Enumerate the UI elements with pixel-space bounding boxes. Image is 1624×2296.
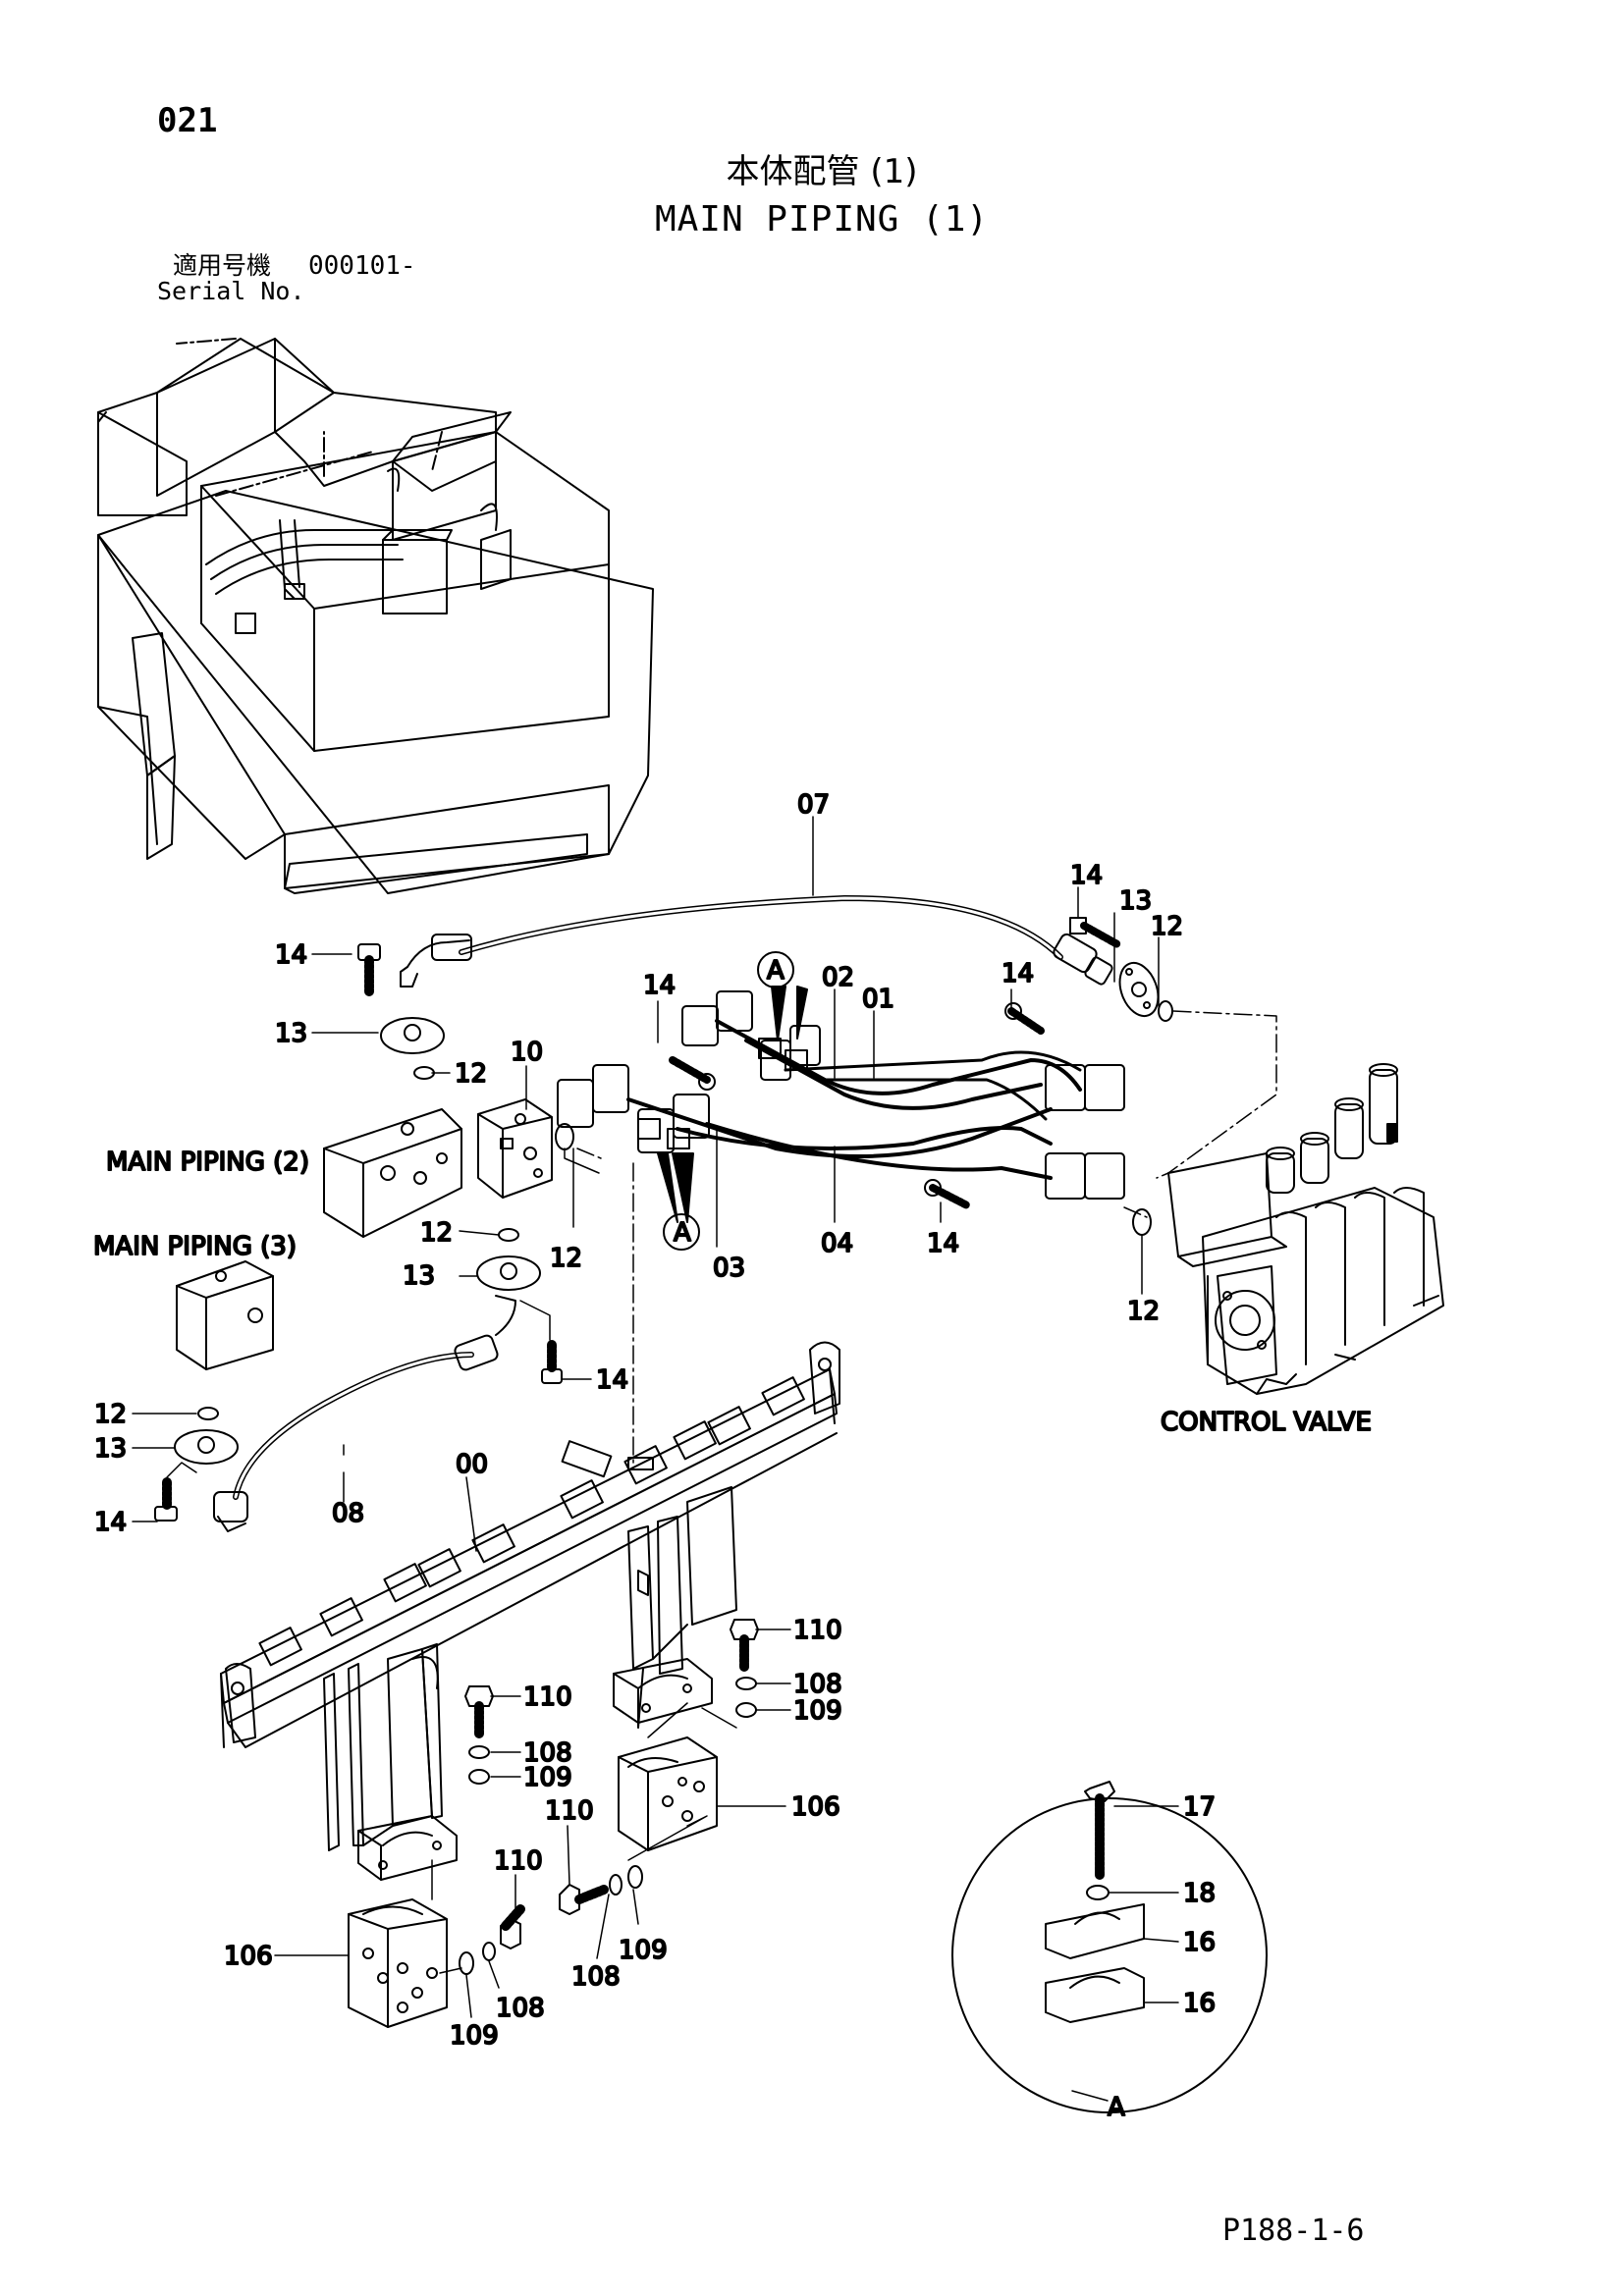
label-main-piping-3: MAIN PIPING (3) bbox=[93, 1232, 297, 1261]
machine-overview-illustration bbox=[97, 338, 654, 894]
washer-109-a bbox=[735, 1702, 757, 1718]
oring-12-bottom-left bbox=[197, 1407, 219, 1420]
callout-03: 03 bbox=[713, 1254, 745, 1283]
callout-12c: 12 bbox=[550, 1244, 582, 1273]
callout-12a: 12 bbox=[455, 1059, 487, 1089]
callout-13a: 13 bbox=[275, 1019, 307, 1048]
callout-17: 17 bbox=[1183, 1792, 1216, 1822]
block-10 bbox=[477, 1098, 553, 1199]
callout-110a: 110 bbox=[793, 1616, 842, 1645]
callout-12f: 12 bbox=[94, 1400, 127, 1429]
callout-14e: 14 bbox=[927, 1229, 959, 1258]
serial-label-english: Serial No. bbox=[157, 277, 305, 305]
washer-108-b bbox=[468, 1745, 490, 1759]
callout-10: 10 bbox=[511, 1038, 543, 1067]
washer-109-b bbox=[468, 1769, 490, 1785]
callout-08: 08 bbox=[332, 1499, 364, 1528]
washer-108-a bbox=[735, 1677, 757, 1690]
oring-12-low bbox=[498, 1228, 519, 1242]
callout-109c: 109 bbox=[619, 1936, 668, 1965]
callout-01: 01 bbox=[862, 985, 894, 1014]
flange-13-low bbox=[476, 1255, 541, 1291]
hose-08 bbox=[213, 1295, 516, 1532]
bolt-14-left bbox=[357, 943, 381, 996]
callout-109b: 109 bbox=[523, 1763, 572, 1792]
callout-110d: 110 bbox=[494, 1846, 543, 1876]
callout-109d: 109 bbox=[450, 2021, 499, 2051]
washer-108-d bbox=[482, 1942, 496, 1961]
callout-labels: 07 14 13 12 14 13 12 A 02 01 14 14 10 12… bbox=[92, 789, 1373, 2123]
washer-109-c bbox=[627, 1865, 643, 1889]
bolt-110-b bbox=[464, 1685, 494, 1740]
callout-12b: 12 bbox=[1151, 912, 1183, 941]
callout-108b: 108 bbox=[523, 1738, 572, 1768]
oring-12-valve bbox=[1132, 1208, 1152, 1236]
oring-12-top-right bbox=[1158, 1000, 1173, 1022]
callout-a3: A bbox=[1108, 2093, 1125, 2122]
flange-13-top-right bbox=[1118, 961, 1160, 1018]
label-control-valve: CONTROL VALVE bbox=[1161, 1408, 1372, 1437]
callout-16b: 16 bbox=[1183, 1989, 1216, 2018]
block-main-piping-2 bbox=[323, 1108, 462, 1238]
callout-110b: 110 bbox=[523, 1682, 572, 1712]
flange-13-bottom-left bbox=[174, 1429, 239, 1465]
callout-14g: 14 bbox=[94, 1508, 127, 1537]
bolt-110-d bbox=[500, 1904, 525, 1949]
callout-leaders bbox=[132, 886, 1179, 2102]
oring-12-left bbox=[413, 1066, 435, 1080]
callout-14d: 14 bbox=[1001, 959, 1034, 988]
callout-18: 18 bbox=[1183, 1879, 1216, 1908]
block-main-piping-3 bbox=[176, 1260, 274, 1370]
serial-number-value: 000101- bbox=[308, 251, 416, 281]
callout-12d: 12 bbox=[1127, 1297, 1160, 1326]
callout-106b: 106 bbox=[224, 1942, 273, 1971]
label-main-piping-2: MAIN PIPING (2) bbox=[106, 1148, 309, 1177]
callout-14c: 14 bbox=[643, 971, 676, 1000]
detail-a-circle bbox=[951, 1781, 1268, 2113]
pipe-cluster bbox=[557, 951, 1125, 1251]
callout-a1: A bbox=[767, 956, 785, 986]
callout-14f: 14 bbox=[596, 1365, 628, 1395]
washer-109-d bbox=[459, 1951, 474, 1975]
callout-108c: 108 bbox=[571, 1962, 621, 1992]
bolt-14-low bbox=[541, 1340, 563, 1384]
hose-07 bbox=[400, 895, 1113, 988]
bracket-106-left bbox=[348, 1898, 448, 2028]
bolt-14-bottom-left bbox=[154, 1477, 178, 1522]
bracket-106-right bbox=[618, 1736, 718, 1851]
washer-108-c bbox=[609, 1874, 623, 1896]
title-japanese: 本体配管 (1) bbox=[726, 152, 918, 191]
page-number: 021 bbox=[157, 101, 218, 140]
callout-13b: 13 bbox=[1119, 886, 1152, 916]
title-english: MAIN PIPING (1) bbox=[654, 199, 990, 240]
callout-12e: 12 bbox=[420, 1218, 453, 1248]
callout-a2: A bbox=[674, 1218, 691, 1248]
callout-109a: 109 bbox=[793, 1696, 842, 1726]
callout-16a: 16 bbox=[1183, 1928, 1216, 1957]
callout-02: 02 bbox=[822, 963, 854, 992]
flange-13-left bbox=[380, 1017, 445, 1054]
document-code: P188-1-6 bbox=[1222, 2214, 1365, 2248]
callout-13d: 13 bbox=[94, 1434, 127, 1464]
callout-106a: 106 bbox=[791, 1792, 840, 1822]
bolt-110-a bbox=[730, 1619, 759, 1674]
callout-14b: 14 bbox=[1070, 861, 1103, 890]
callout-00: 00 bbox=[456, 1450, 488, 1479]
callout-13c: 13 bbox=[403, 1261, 435, 1291]
serial-label-japanese: 適用号機 bbox=[173, 251, 272, 280]
callout-110c: 110 bbox=[545, 1796, 594, 1826]
callout-108a: 108 bbox=[793, 1670, 842, 1699]
bolt-110-c bbox=[559, 1884, 609, 1915]
control-valve bbox=[1167, 1063, 1444, 1395]
leader-00 bbox=[465, 1476, 477, 1552]
main-support-beam-00 bbox=[220, 1341, 840, 1881]
callout-108d: 108 bbox=[496, 1994, 545, 2023]
callout-04: 04 bbox=[821, 1229, 853, 1258]
callout-07: 07 bbox=[797, 790, 830, 820]
callout-14a: 14 bbox=[275, 940, 307, 970]
